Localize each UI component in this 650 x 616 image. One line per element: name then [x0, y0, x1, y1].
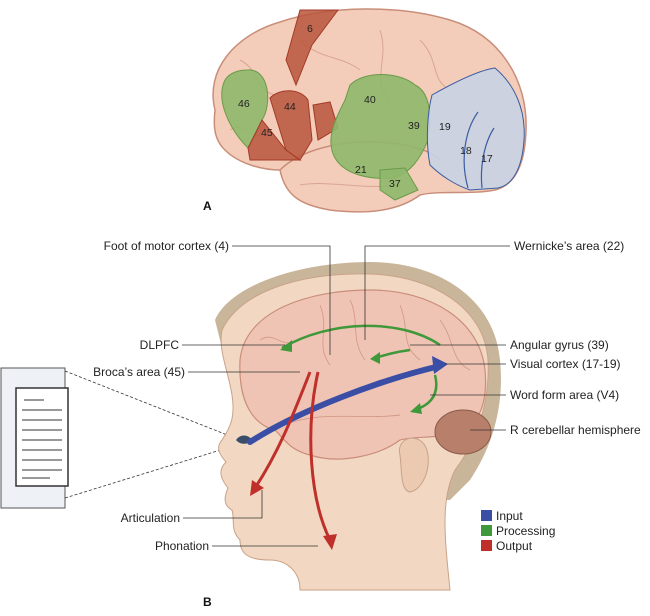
- area-label-46: 46: [238, 98, 250, 110]
- output-arrowhead-articulation: [250, 480, 264, 496]
- input-arrowhead: [432, 356, 448, 374]
- legend-swatch-output: [481, 540, 492, 551]
- legend-label-processing: Processing: [496, 524, 555, 538]
- area-label-39: 39: [408, 120, 420, 132]
- area-40-39-21-region: [330, 74, 431, 179]
- area-label-6: 6: [307, 23, 313, 35]
- legend-label-input: Input: [496, 509, 523, 523]
- leader-articulation: [183, 490, 263, 519]
- area-45-region: [247, 119, 302, 161]
- legend-swatch-processing: [481, 525, 492, 536]
- leader-motor: [232, 245, 331, 355]
- label-angular-gyrus: Angular gyrus (39): [510, 338, 609, 352]
- output-phonation-arrow: [309, 371, 332, 541]
- label-articulation: Articulation: [121, 511, 180, 525]
- output-arrowhead-phonation: [323, 534, 337, 550]
- gaze-line-bottom: [64, 443, 241, 499]
- input-pathway-arrow: [247, 363, 443, 445]
- area-label-19: 19: [439, 121, 451, 133]
- gaze-line-top: [64, 370, 241, 441]
- area-label-17: 17: [481, 153, 493, 165]
- label-phonation: Phonation: [155, 539, 209, 553]
- ear: [399, 437, 429, 493]
- area-label-40: 40: [364, 94, 376, 106]
- processing-arc: [281, 324, 441, 350]
- panel-b-label: B: [203, 595, 212, 609]
- area-37-region: [379, 167, 419, 201]
- label-word-form-area: Word form area (V4): [510, 388, 619, 402]
- area-label-21: 21: [355, 164, 367, 176]
- legend-label-output: Output: [496, 539, 533, 553]
- area-6-region: [285, 9, 339, 87]
- label-broca: Broca’s area (45): [93, 365, 185, 379]
- area-44-region: [269, 90, 313, 161]
- area-18-boundary: [463, 111, 479, 189]
- panel-a-lateral-brain: 6 46 44 45 40 39 21 37 19 18 17 A: [203, 8, 527, 213]
- label-cerebellar-hemisphere: R cerebellar hemisphere: [510, 423, 641, 437]
- processing-arrowhead-word-form: [410, 403, 422, 414]
- label-dlpfc: DLPFC: [140, 338, 180, 352]
- panel-b-head: Foot of motor cortex (4) Wernicke’s area…: [0, 239, 641, 609]
- text-lines: [22, 399, 62, 479]
- cerebellum: [434, 409, 492, 455]
- area-19-18-17-region: [426, 67, 525, 191]
- panel-a-label: A: [203, 199, 212, 213]
- processing-arrowhead-angular: [370, 352, 380, 364]
- processing-arrowhead-dlpfc: [280, 340, 292, 352]
- leader-wernicke: [364, 245, 510, 340]
- text-page: [15, 387, 69, 487]
- area-label-45: 45: [261, 127, 273, 139]
- label-wernicke: Wernicke’s area (22): [514, 239, 624, 253]
- area-label-44: 44: [284, 101, 296, 113]
- output-articulation-arrow: [253, 371, 312, 489]
- legend: Input Processing Output: [481, 509, 555, 553]
- area-label-18: 18: [460, 145, 472, 157]
- area-label-37: 37: [389, 178, 401, 190]
- label-visual-cortex: Visual cortex (17-19): [510, 357, 621, 371]
- legend-swatch-input: [481, 510, 492, 521]
- area-17-boundary: [480, 127, 495, 189]
- label-motor-cortex: Foot of motor cortex (4): [104, 239, 229, 253]
